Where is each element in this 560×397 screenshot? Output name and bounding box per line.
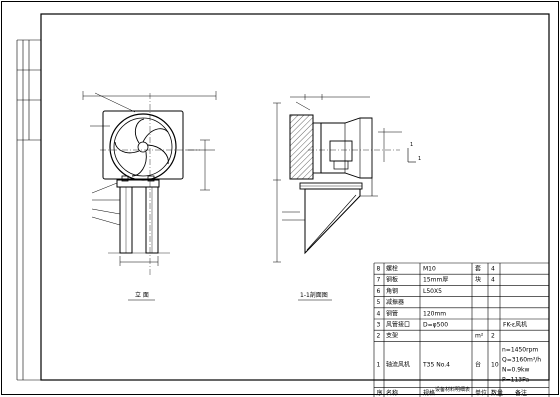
- table-cell-unit: 块: [475, 276, 481, 284]
- table-header-qty: 数量: [491, 389, 503, 397]
- table-cell-no: 8: [377, 266, 381, 273]
- table-cell-name: 减振器: [386, 298, 404, 306]
- table-cell-note: FK-ε风机: [503, 321, 527, 329]
- table-cell-spec: L50X5: [423, 288, 442, 295]
- table-header-no: 序: [377, 389, 383, 397]
- table-cell-spec: T35 No.4: [422, 361, 450, 368]
- front-view-title: 立 面: [135, 291, 149, 299]
- table-cell-no: 5: [377, 299, 381, 306]
- title-block-caption: 设备材料明细表: [435, 386, 470, 393]
- front-view: [82, 91, 217, 275]
- table-cell-qty: 10: [491, 361, 499, 368]
- table-header-spec: 规格: [423, 389, 435, 397]
- table-cell-no: 1: [377, 361, 381, 368]
- table-header-note: 备注: [515, 389, 527, 397]
- table-cell-spec: 15mm厚: [423, 277, 448, 284]
- table-cell-spec: D=φ500: [423, 322, 448, 329]
- fan-spec-line: P=113Pa: [502, 376, 529, 383]
- left-binding-strip: [16, 39, 41, 381]
- side-view: [273, 94, 416, 263]
- table-cell-qty: 4: [491, 266, 495, 273]
- table-cell-no: 4: [377, 310, 381, 317]
- table-header-unit: 单位: [475, 389, 487, 397]
- section-label-2: 1: [418, 156, 421, 162]
- table-cell-name: 支架: [386, 332, 398, 340]
- table-cell-spec: M10: [423, 266, 436, 273]
- table-header-name: 名称: [386, 389, 398, 397]
- fan-spec-line: n=1450rpm: [502, 346, 538, 353]
- side-view-title: 1-1剖面图: [300, 291, 328, 299]
- table-cell-name: 钢板: [386, 276, 398, 284]
- inner-frame: [40, 13, 550, 381]
- fan-spec-line: Q=3160m³/h: [502, 356, 541, 363]
- table-cell-qty: 2: [491, 333, 495, 340]
- table-cell-name: 轴流风机: [386, 360, 410, 368]
- table-cell-spec: 120mm: [423, 310, 446, 317]
- table-cell-no: 3: [377, 322, 381, 329]
- table-cell-no: 7: [377, 277, 381, 284]
- table-cell-no: 6: [377, 288, 381, 295]
- fan-spec-line: N=0.9kw: [502, 366, 530, 373]
- table-cell-name: 螺栓: [386, 265, 398, 273]
- table-cell-qty: 4: [491, 277, 495, 284]
- table-cell-name: 钢管: [386, 309, 398, 317]
- table-cell-no: 2: [377, 333, 381, 340]
- table-cell-unit: 套: [475, 265, 481, 273]
- table-cell-unit: m²: [475, 333, 484, 340]
- table-cell-name: 角钢: [386, 287, 398, 295]
- table-cell-name: 风管接口: [386, 321, 410, 329]
- table-cell-unit: 台: [475, 360, 481, 368]
- section-label-1: 1: [410, 142, 413, 148]
